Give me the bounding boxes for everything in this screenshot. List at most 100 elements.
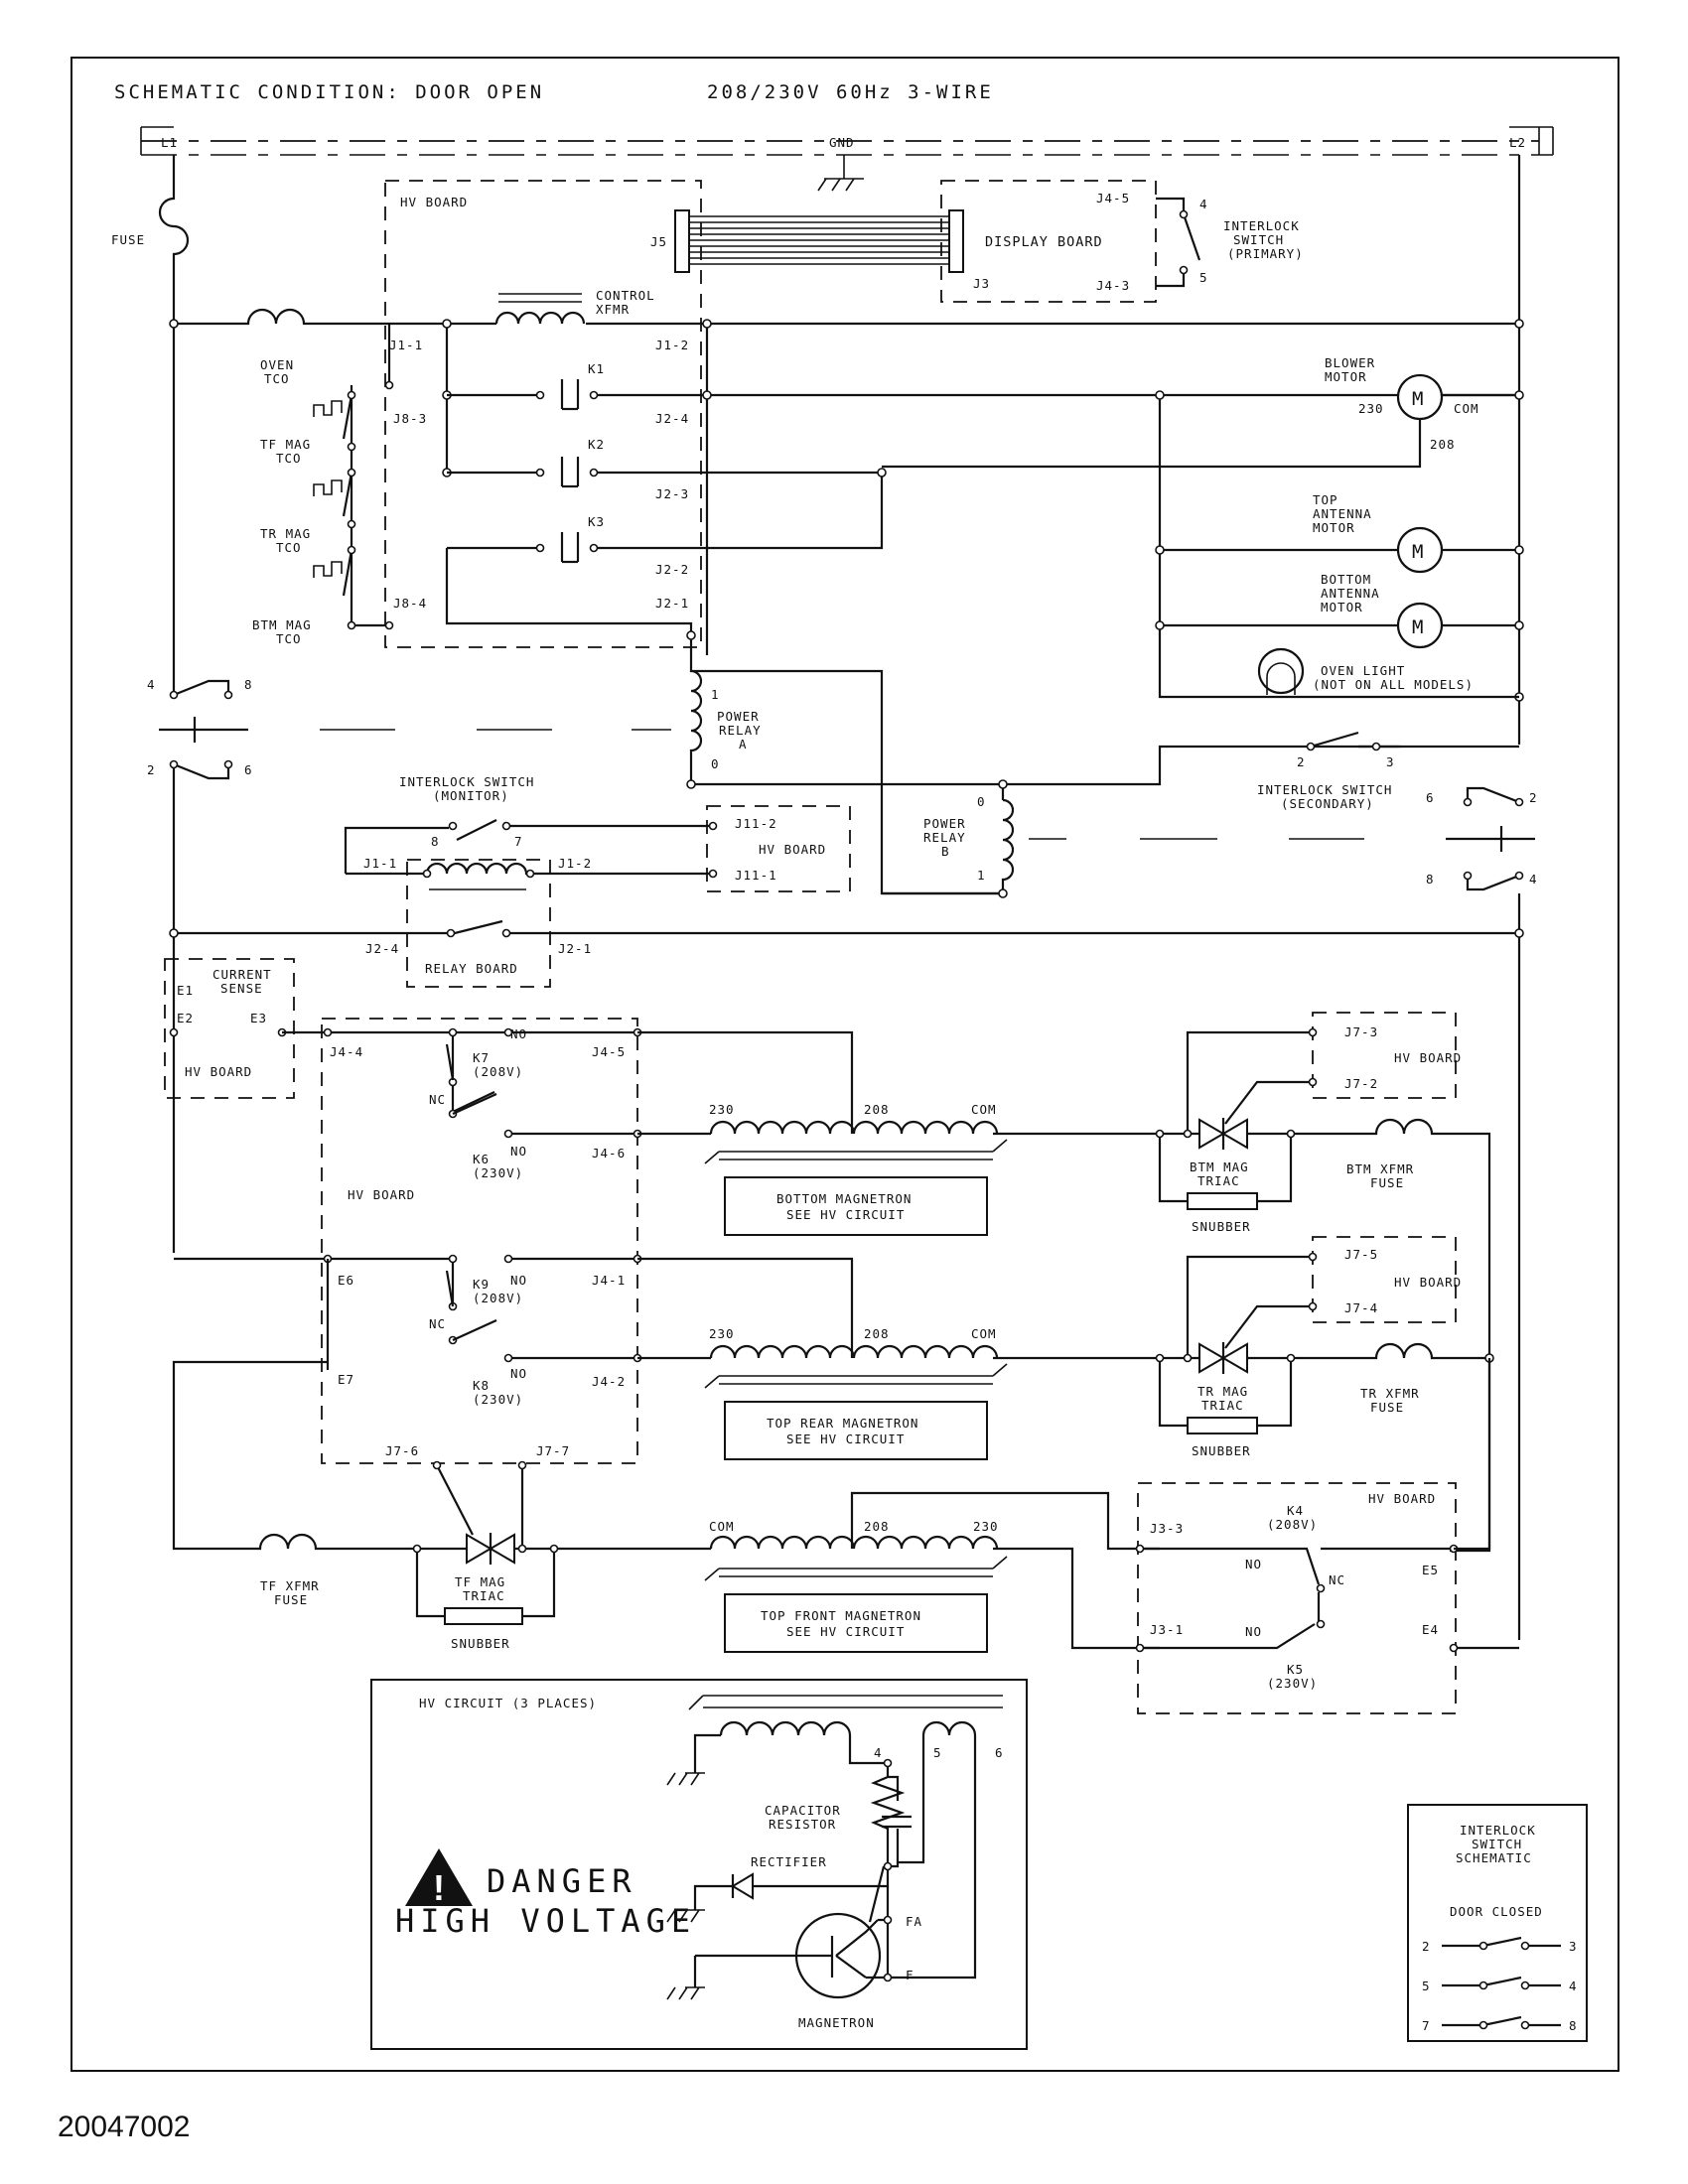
bottom-xfmr-230: 230 (709, 1102, 735, 1117)
schematic-condition-title: SCHEMATIC CONDITION: DOOR OPEN (114, 81, 544, 103)
tf-mag-tco-label-2: TCO (276, 451, 302, 466)
k8-label-1: K8 (473, 1378, 490, 1393)
hv-board-relays (321, 1018, 638, 1464)
btm-mag-triac (1155, 1118, 1296, 1210)
interlock-primary-label-3: (PRIMARY) (1227, 246, 1304, 261)
legend-row-2-right: 4 (1569, 1979, 1578, 1993)
j8-3-label: J8-3 (393, 411, 427, 426)
hv-board-j11 (706, 805, 851, 892)
tr-mag-tco-label-1: TR MAG (260, 526, 311, 541)
interlock-secondary-label-1: INTERLOCK SWITCH (1257, 782, 1392, 797)
j3-label: J3 (973, 276, 990, 291)
hv-board-j7-23-label: HV BOARD (1394, 1050, 1462, 1065)
j2-1-label: J2-1 (655, 596, 689, 611)
hv-board-k4k5-label: HV BOARD (1368, 1491, 1436, 1506)
control-xfmr-label-1: CONTROL (596, 288, 655, 303)
tf-mag-triac-label-1: TF MAG (455, 1574, 505, 1589)
bottom-antenna-label-1: BOTTOM (1321, 572, 1371, 587)
legend-row-1 (1442, 1936, 1561, 1951)
j4-5-label: J4-5 (1096, 191, 1130, 205)
display-board-label: DISPLAY BOARD (985, 234, 1103, 250)
fa-label: FA (906, 1914, 922, 1929)
fuse-label: FUSE (111, 232, 145, 247)
oven-light-label-2: (NOT ON ALL MODELS) (1313, 677, 1474, 692)
j8-4-label: J8-4 (393, 596, 427, 611)
interlock-left-2: 2 (147, 762, 156, 777)
bottom-xfmr-com: COM (971, 1102, 997, 1117)
interlock-left-4: 4 (147, 677, 156, 692)
tr-xfmr-230: 230 (709, 1326, 735, 1341)
interlock-switch-left (159, 679, 671, 780)
j7-7-label: J7-7 (536, 1443, 570, 1458)
oven-light (1257, 647, 1519, 699)
relay-a-0: 0 (711, 756, 720, 771)
k5-label-1: K5 (1287, 1662, 1304, 1677)
k7-nc: NC (429, 1092, 446, 1107)
tf-xfmr-fuse-label-1: TF XFMR (260, 1578, 320, 1593)
relay-board (406, 859, 551, 988)
tf-mag-triac (412, 1460, 559, 1625)
door-closed-label: DOOR CLOSED (1450, 1904, 1543, 1919)
j4-2-hv: J4-2 (592, 1374, 626, 1389)
tf-snubber-label: SNUBBER (451, 1636, 510, 1651)
e1-label: E1 (177, 983, 194, 998)
supply-voltage-title: 208/230V 60Hz 3-WIRE (707, 81, 994, 103)
btm-snubber-label: SNUBBER (1192, 1219, 1251, 1234)
tr-mag-tco-label-2: TCO (276, 540, 302, 555)
power-relay-b-label-3: B (941, 844, 950, 859)
interlock-legend-title-1: INTERLOCK (1460, 1823, 1536, 1838)
interlock-monitor-label-2: (MONITOR) (433, 788, 509, 803)
oven-light-label-1: OVEN LIGHT (1321, 663, 1405, 678)
bottom-antenna-motor (1396, 602, 1444, 649)
document-number: 20047002 (58, 2111, 191, 2143)
tr-xfmr-fuse-label-2: FUSE (1370, 1400, 1404, 1415)
blower-com: COM (1454, 401, 1479, 416)
blower-208: 208 (1430, 437, 1456, 452)
top-rear-magnetron-label-2: SEE HV CIRCUIT (786, 1432, 905, 1446)
ribbon-cable (674, 209, 964, 273)
tf-xfmr-com: COM (709, 1519, 735, 1534)
top-rear-magnetron-box (724, 1401, 988, 1460)
interlock-primary-label-1: INTERLOCK (1223, 218, 1300, 233)
j2-4-relay: J2-4 (365, 941, 399, 956)
btm-mag-triac-label-1: BTM MAG (1190, 1160, 1249, 1174)
k7-label-2: (208V) (473, 1064, 523, 1079)
hv-tap-6: 6 (995, 1745, 1004, 1760)
tf-xfmr-fuse-label-2: FUSE (274, 1592, 308, 1607)
bottom-magnetron-box (724, 1176, 988, 1236)
tr-xfmr-com: COM (971, 1326, 997, 1341)
k8-no: NO (510, 1366, 527, 1381)
k8-label-2: (230V) (473, 1392, 523, 1407)
hv-tap-5: 5 (933, 1745, 942, 1760)
tr-mag-triac-label-2: TRIAC (1201, 1398, 1244, 1413)
hv-board-j7-45 (1312, 1236, 1457, 1323)
k5-no: NO (1245, 1624, 1262, 1639)
tr-mag-triac-label-1: TR MAG (1197, 1384, 1248, 1399)
high-voltage-label: HIGH VOLTAGE (395, 1902, 696, 1940)
j2-4-label: J2-4 (655, 411, 689, 426)
danger-label: DANGER (487, 1862, 637, 1900)
k6-no: NO (510, 1144, 527, 1159)
k6-label-2: (230V) (473, 1165, 523, 1180)
interlock-left-8: 8 (244, 677, 253, 692)
e4-label: E4 (1422, 1622, 1439, 1637)
e7-label: E7 (338, 1372, 354, 1387)
control-xfmr-label-2: XFMR (596, 302, 630, 317)
btm-mag-tco-label-1: BTM MAG (252, 617, 312, 632)
interlock-right-6: 6 (1426, 790, 1435, 805)
blower-230: 230 (1358, 401, 1384, 416)
j11-2-label: J11-2 (735, 816, 777, 831)
hv-board-relays-label: HV BOARD (348, 1187, 415, 1202)
power-relay-a-label-1: POWER (717, 709, 760, 724)
relay-a-1: 1 (711, 687, 720, 702)
j2-3-label: J2-3 (655, 486, 689, 501)
current-sense-board (164, 958, 295, 1099)
power-relay-b-label-1: POWER (923, 816, 966, 831)
j1-1-relay: J1-1 (363, 856, 397, 871)
blower-motor-label-2: MOTOR (1325, 369, 1367, 384)
legend-row-3-left: 7 (1422, 2018, 1431, 2033)
display-board (940, 180, 1157, 303)
interlock-legend-box (1407, 1804, 1588, 2042)
hv-tap-4: 4 (874, 1745, 883, 1760)
legend-row-1-right: 3 (1569, 1939, 1578, 1954)
